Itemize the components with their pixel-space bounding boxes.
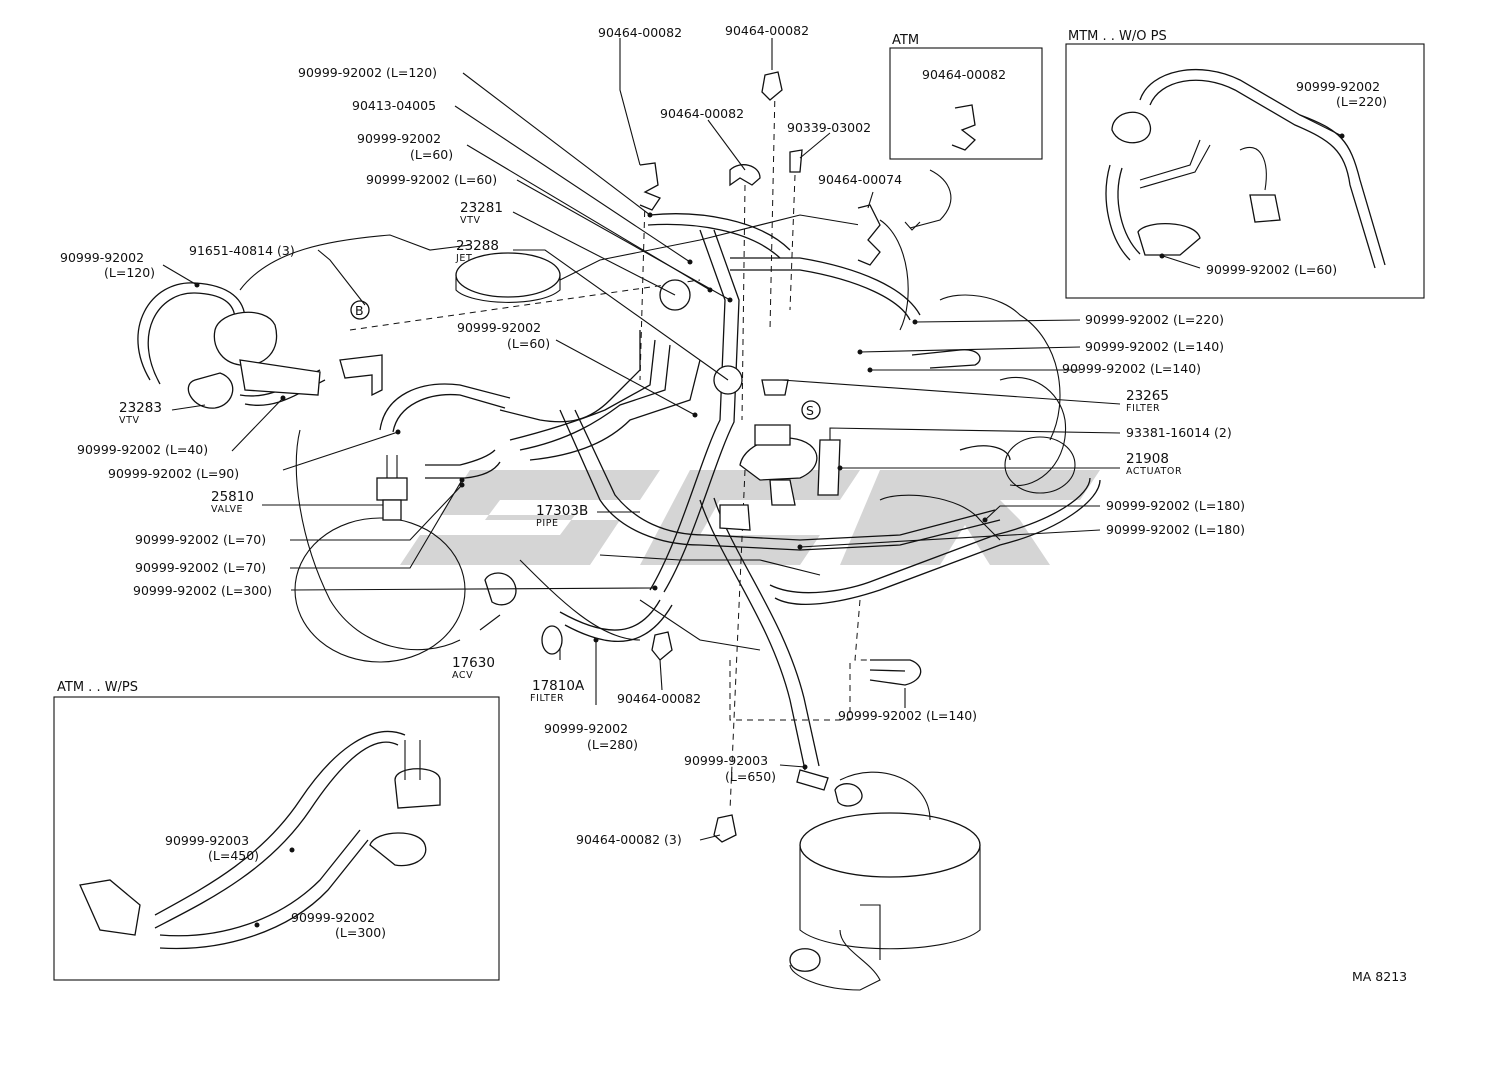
mtm-inset-frame: [1065, 43, 1425, 299]
callout-part: 90464-00082: [660, 106, 744, 121]
mtm-label-1-part: 90999-92002: [1296, 79, 1380, 94]
clip-icon: [713, 814, 737, 843]
callout-part: 90464-00082: [725, 23, 809, 38]
atm-inset-frame: [889, 47, 1043, 160]
callout-part: 17630: [452, 655, 495, 671]
callout-part: 90999-92002 (L=60): [366, 172, 497, 187]
callout-spec: FILTER: [1126, 403, 1160, 414]
atm-wps-label-1-part: 90999-92003: [165, 833, 249, 848]
callout-spec: VALVE: [211, 504, 243, 515]
callout-spec: VTV: [460, 215, 481, 226]
clip-icon: [651, 631, 673, 661]
callout-part: 90464-00082: [617, 691, 701, 706]
callout-part: 93381-16014 (2): [1126, 425, 1232, 440]
engine-body: [239, 89, 1076, 991]
callout-part: 90999-92002 (L=140): [1062, 361, 1201, 376]
callout-spec: ACV: [452, 670, 473, 681]
mtm-label-2-part: 90999-92002 (L=60): [1206, 262, 1337, 277]
callout-part: 90464-00082: [598, 25, 682, 40]
atm-wps-inset: ATM . . W/PS 90999-92003 (L=450) 90999-9…: [57, 680, 441, 950]
clip-icon: [951, 104, 976, 151]
callout-part: 23283: [119, 400, 162, 416]
atm-wps-inset-title: ATM . . W/PS: [57, 680, 138, 695]
mtm-inset-title: MTM . . W/O PS: [1068, 29, 1167, 44]
callout-leaders: [162, 38, 1121, 841]
callout-part: 90999-92002 (L=180): [1106, 522, 1245, 537]
callout-part: 90999-92002 (L=140): [1085, 339, 1224, 354]
drawing-code: MA 8213: [1352, 969, 1407, 984]
clip-icon: [729, 164, 761, 187]
callout-part: 25810: [211, 489, 254, 505]
clip-icon: [789, 149, 803, 173]
callout-labels: 90464-00082 90464-00082 90999-92002 (L=1…: [60, 23, 1245, 847]
callout-spec: (L=650): [725, 769, 776, 784]
atm-wps-label-1-spec: (L=450): [208, 848, 259, 863]
callout-part: 17810A: [532, 678, 585, 694]
atm-wps-inset-frame: [53, 696, 500, 981]
callout-part: 90999-92002 (L=70): [135, 560, 266, 575]
callout-part: 90413-04005: [352, 98, 436, 113]
callout-part: 23288: [456, 238, 499, 254]
callout-part: 90999-92002 (L=220): [1085, 312, 1224, 327]
callout-part: 23265: [1126, 388, 1169, 404]
callout-spec: (L=60): [507, 336, 550, 351]
hoses: [137, 213, 1101, 791]
marker-b-label: B: [355, 303, 364, 318]
mtm-inset: MTM . . W/O PS 90999-92002 (L=220) 90999…: [1068, 29, 1387, 277]
callout-spec: VTV: [119, 415, 140, 426]
callout-part: 90999-92002 (L=120): [298, 65, 437, 80]
callout-part: 90999-92002 (L=90): [108, 466, 239, 481]
callout-part: 90464-00082 (3): [576, 832, 682, 847]
callout-part: 21908: [1126, 451, 1169, 467]
callout-spec: ACTUATOR: [1126, 466, 1182, 477]
callout-part: 90999-92002: [457, 320, 541, 335]
callout-part: 90999-92002 (L=140): [838, 708, 977, 723]
clip-icon: [857, 204, 881, 266]
atm-inset: ATM 90464-00082: [892, 33, 1006, 231]
callout-spec: PIPE: [536, 518, 559, 529]
callout-part: 17303B: [536, 503, 588, 519]
callout-part: 90999-92002 (L=180): [1106, 498, 1245, 513]
callout-part: 90999-92002 (L=40): [77, 442, 208, 457]
callout-part: 90999-92002: [544, 721, 628, 736]
callout-part: 91651-40814 (3): [189, 243, 295, 258]
callout-spec: JET: [455, 253, 472, 264]
callout-part: 90464-00074: [818, 172, 902, 187]
callout-part: 90999-92003: [684, 753, 768, 768]
callout-part: 90999-92002: [60, 250, 144, 265]
mtm-label-1-spec: (L=220): [1336, 94, 1387, 109]
callout-part: 90999-92002: [357, 131, 441, 146]
atm-wps-label-2-part: 90999-92002: [291, 910, 375, 925]
callout-part: 23281: [460, 200, 503, 216]
marker-s-label: S: [806, 403, 814, 418]
components: B S: [187, 279, 863, 807]
clip-icon: [761, 71, 783, 101]
callout-spec: (L=60): [410, 147, 453, 162]
callout-part: 90999-92002 (L=300): [133, 583, 272, 598]
atm-inset-part: 90464-00082: [922, 67, 1006, 82]
callout-spec: FILTER: [530, 693, 564, 704]
atm-wps-label-2-spec: (L=300): [335, 925, 386, 940]
callout-part: 90339-03002: [787, 120, 871, 135]
callout-part: 90999-92002 (L=70): [135, 532, 266, 547]
marker-s: [801, 400, 821, 420]
atm-inset-title: ATM: [892, 33, 919, 48]
clip-icon: [639, 162, 661, 211]
callout-spec: (L=280): [587, 737, 638, 752]
watermark-logo: [400, 470, 1100, 565]
marker-b: [350, 300, 370, 320]
callout-spec: (L=120): [104, 265, 155, 280]
